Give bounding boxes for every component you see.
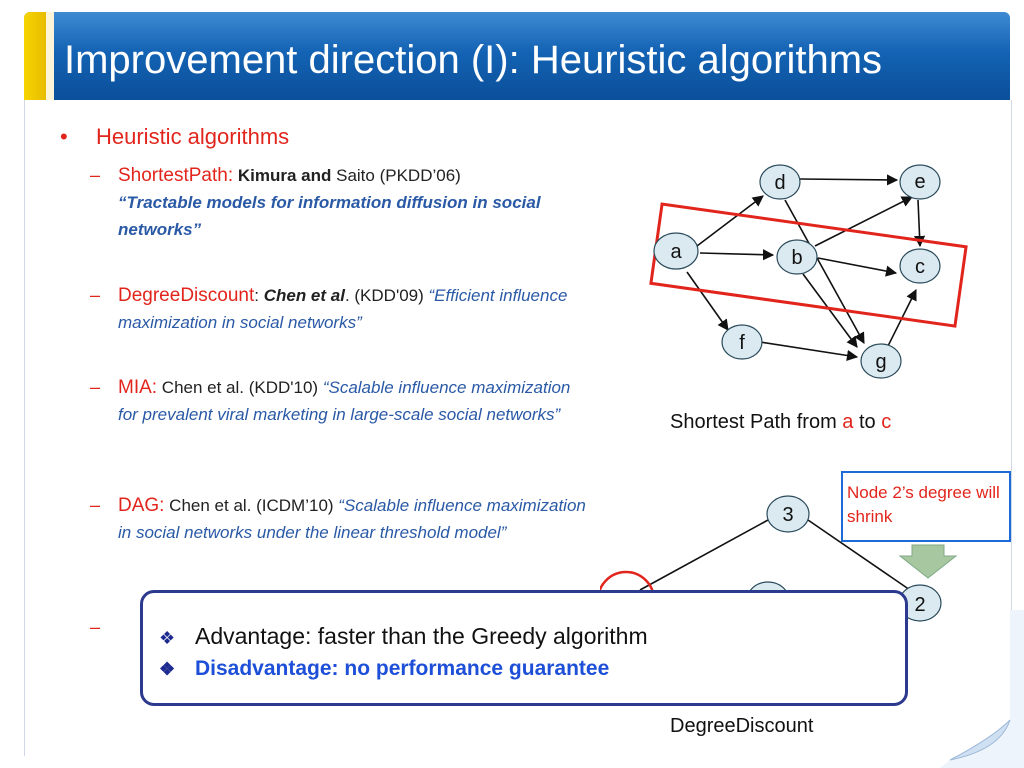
down-arrow-icon — [898, 544, 958, 579]
title-bar — [24, 12, 1010, 100]
bullet-heuristic-label: Heuristic algorithms — [96, 124, 290, 149]
node-g-label: g — [875, 351, 886, 373]
disadvantage-line: ❖ Disadvantage: no performance guarantee — [159, 657, 609, 681]
title-accent-stripe — [46, 12, 54, 100]
node-d — [759, 164, 801, 200]
item-paper: “Efficient influence maximization in soc… — [118, 286, 568, 332]
edge-d-e — [799, 174, 899, 186]
dash-glyph: – — [90, 285, 101, 305]
page-curl-decoration — [940, 610, 1024, 768]
node-2-label: 2 — [914, 594, 925, 616]
summary-callout: ❖ Advantage: faster than the Greedy algor… — [140, 590, 908, 706]
edge-a-f — [686, 271, 729, 331]
item-degreediscount: – DegreeDiscount: Chen et al. (KDD'09) “… — [90, 282, 588, 336]
advantage-line: ❖ Advantage: faster than the Greedy algor… — [159, 623, 648, 650]
bullet-glyph: • — [60, 124, 68, 149]
edge-b-c — [817, 257, 898, 277]
dash-glyph: – — [90, 617, 101, 637]
item-authors-bold: Kimura and — [237, 166, 332, 185]
node-f-label: f — [739, 332, 745, 354]
edge-b-e — [814, 196, 913, 247]
node-3-label: 3 — [782, 504, 793, 526]
degree-note-text: Node 2’s degree will shrink — [847, 483, 1000, 526]
item-name: ShortestPath: — [118, 165, 234, 186]
diamond-bullet-icon: ❖ — [159, 659, 176, 679]
dash-glyph: – — [90, 165, 101, 185]
caption-node-c: c — [881, 411, 892, 433]
item-mia: – MIA: Chen et al. (KDD'10) “Scalable in… — [90, 374, 588, 428]
slide-title: Improvement direction (I): Heuristic alg… — [64, 38, 883, 82]
item-paper: “Tractable models for information diffus… — [118, 193, 541, 239]
node-c-label: c — [915, 256, 925, 278]
dash-glyph: – — [90, 377, 101, 397]
item-paper: “Scalable influence maximization for pre… — [118, 378, 571, 424]
node-b-label: b — [791, 247, 802, 269]
graph2-caption: DegreeDiscount — [670, 715, 814, 737]
caption-prefix: Shortest Path from — [670, 411, 843, 433]
item-authors: Chen et al. (KDD'10) — [157, 378, 323, 397]
node-g — [860, 343, 902, 379]
edge-3-2 — [807, 519, 911, 591]
item-paper: “Scalable influence maximization in soci… — [118, 496, 586, 542]
node-e-label: e — [914, 171, 925, 193]
caption-node-a: a — [842, 411, 854, 433]
item-dag: – DAG: Chen et al. (ICDM’10) “Scalable i… — [90, 492, 588, 546]
edge-1-3 — [639, 519, 769, 591]
edge-e-c — [913, 199, 926, 248]
disadvantage-text: Disadvantage: no performance guarantee — [195, 657, 610, 680]
item-shortestpath: – ShortestPath: Kimura and Saito (PKDD’0… — [90, 162, 588, 243]
node-a — [653, 232, 699, 270]
shortest-path-graph: a b c d e f g — [649, 164, 968, 379]
node-a-label: a — [670, 241, 682, 263]
bullet-heuristic: • Heuristic algorithms — [60, 124, 289, 150]
edge-a-d — [696, 195, 764, 247]
edge-f-g — [759, 341, 859, 361]
item-name: DegreeDiscount — [118, 285, 255, 306]
node-b — [776, 239, 818, 275]
item-name: DAG: — [118, 495, 165, 516]
caption-mid: to — [853, 411, 882, 433]
item-authors-bold: Chen et al — [263, 286, 345, 305]
diamond-bullet-icon: ❖ — [159, 628, 176, 648]
node-f — [721, 324, 763, 360]
item-authors: Saito (PKDD’06) — [331, 166, 461, 185]
item-name: MIA: — [118, 377, 158, 398]
dash-glyph: – — [90, 495, 101, 515]
node-e — [899, 164, 941, 200]
node-3 — [766, 495, 810, 533]
item-authors: . (KDD'09) — [344, 286, 429, 305]
edge-a-b — [699, 249, 775, 261]
degree-note-box: Node 2’s degree will shrink — [841, 471, 1011, 542]
graph1-caption: Shortest Path from a to c — [670, 411, 891, 434]
advantage-text: Advantage: faster than the Greedy algori… — [195, 623, 648, 649]
item-authors: Chen et al. (ICDM’10) — [164, 496, 339, 515]
edge-b-g — [802, 273, 858, 348]
item-sep: : — [254, 286, 264, 305]
node-d-label: d — [774, 172, 785, 194]
node-c — [899, 248, 941, 284]
